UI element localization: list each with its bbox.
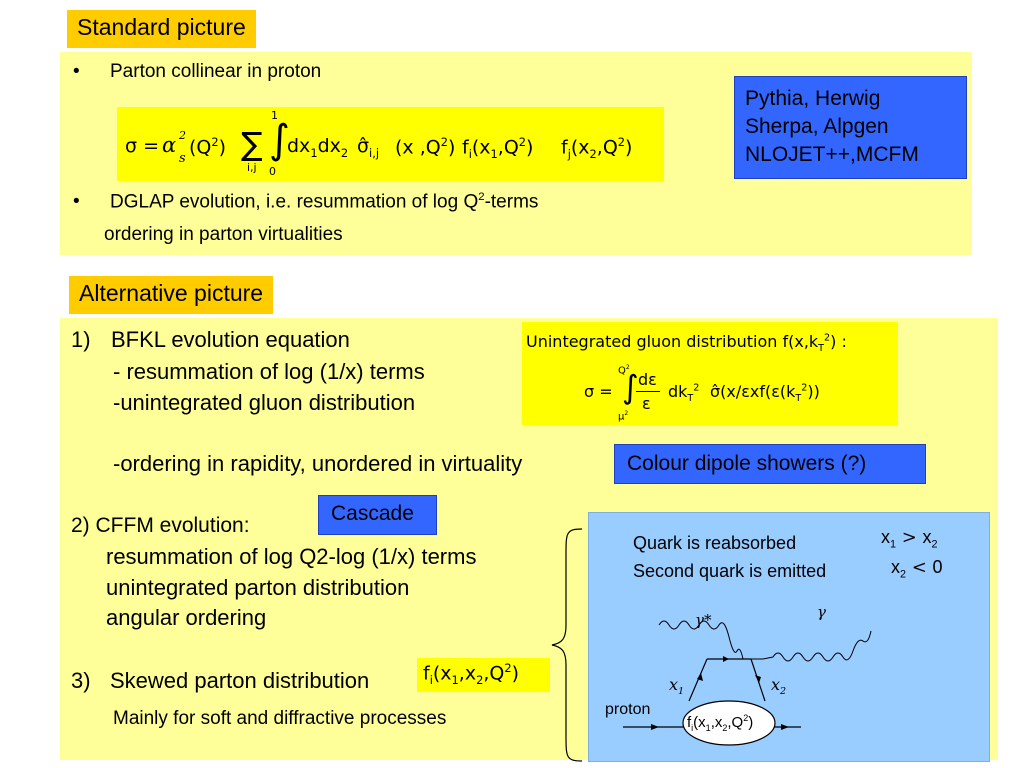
blob-label: fi(x1,x2,Q2): [687, 713, 754, 733]
ugd-rest: σ̂(x/εxf(ε(kT2)): [710, 382, 820, 405]
formula-int-top: 1: [271, 109, 278, 122]
item2-unintegrated: unintegrated parton distribution: [106, 575, 410, 600]
gamma-star-label: γ*: [695, 611, 712, 629]
ugd-int-top: Q2: [618, 364, 630, 377]
item1-ordering: -ordering in rapidity, unordered in virt…: [113, 451, 523, 476]
arrow-right: [755, 675, 761, 683]
generators-box: Pythia, Herwig Sherpa, Alpgen NLOJET++,M…: [734, 76, 967, 179]
x1-label: x1: [669, 675, 685, 698]
item1-unintegrated: -unintegrated gluon distribution: [113, 390, 416, 415]
diagram-line2: Second quark is emitted: [633, 561, 827, 581]
formula-alpha-sup: 2: [179, 129, 186, 142]
bullet-dglap: DGLAP evolution, i.e. resummation of log…: [110, 191, 539, 213]
photon-in-line: [658, 620, 744, 660]
ugd-dk: dkT2: [668, 382, 700, 405]
inequality-x2-lt-0: x2 < 0: [891, 557, 943, 581]
standard-picture-label: Standard picture: [67, 10, 256, 48]
dglap-formula: σ = α 2 s (Q2) ∑ i,j ∫ 1 0 dx1dx2 σ̂i,j …: [117, 107, 664, 181]
formula-sum: ∑: [241, 125, 263, 163]
generator-line: NLOJET++,MCFM: [745, 143, 919, 166]
formula-int-bot: 0: [269, 165, 276, 178]
dglap-ordering: ordering in parton virtualities: [104, 224, 343, 245]
formula-sum-sub: i,j: [247, 161, 257, 174]
diagram-line1: Quark is reabsorbed: [633, 533, 797, 553]
item2-angular: angular ordering: [106, 605, 267, 630]
generator-line: Sherpa, Alpgen: [745, 115, 889, 138]
quark-left-line: [688, 658, 708, 702]
gamma-label: γ: [817, 603, 826, 621]
x2-label: x2: [771, 675, 787, 698]
colour-dipole-box: Colour dipole showers (?): [614, 444, 926, 484]
formula-alpha: α: [162, 133, 177, 157]
formula-dx: dx1dx2: [287, 135, 349, 160]
skewed-formula: fi(x1,x2,Q2): [417, 658, 550, 692]
arrow-proton-in: [651, 724, 659, 730]
bullet-parton-collinear: Parton collinear in proton: [110, 61, 322, 82]
item1-num: 1): [71, 327, 91, 352]
formula-alpha-sub: s: [179, 151, 186, 166]
alternative-picture-label: Alternative picture: [69, 276, 274, 314]
formula-fi: fi(x1,Q2): [462, 135, 534, 162]
item3-skewed: Skewed parton distribution: [110, 668, 370, 693]
bullet-dot: •: [73, 191, 80, 212]
formula-int: ∫: [269, 117, 290, 163]
item1-resummation: - resummation of log (1/x) terms: [113, 359, 425, 384]
cascade-box: Cascade: [318, 495, 437, 535]
ugd-frac-bar: [636, 391, 660, 392]
arrow-proton-out: [781, 724, 789, 730]
ugd-int: ∫: [622, 368, 639, 406]
formula-sigmahat-args: (x ,Q2): [395, 135, 456, 159]
formula-sigma: σ =: [125, 135, 160, 157]
pdf-blob: [682, 700, 776, 746]
item1-bfkl: BFKL evolution equation: [111, 327, 350, 352]
item3-num: 3): [71, 668, 91, 693]
proton-label: proton: [605, 701, 651, 718]
formula-q2: (Q2): [189, 135, 227, 159]
ugd-formula: Unintegrated gluon distribution f(x,kT2)…: [522, 322, 898, 425]
ugd-frac-num: dε: [638, 370, 657, 389]
formula-fj: fj(x2,Q2): [561, 135, 633, 162]
arrow-left: [697, 673, 703, 681]
feynman-diagram: [623, 620, 872, 746]
arrow-top: [723, 656, 729, 662]
bullet-dot: •: [73, 61, 80, 82]
item2-resummation: resummation of log Q2-log (1/x) terms: [106, 544, 477, 569]
curly-brace: [551, 528, 583, 762]
item3-mainly: Mainly for soft and diffractive processe…: [113, 708, 447, 729]
formula-sigmahat: σ̂i,j: [357, 135, 379, 160]
ugd-int-bot: μ2: [618, 410, 629, 423]
photon-out-line: [751, 630, 872, 662]
item2-cffm: 2) CFFM evolution:: [71, 514, 250, 537]
ugd-title: Unintegrated gluon distribution f(x,kT2)…: [526, 332, 847, 355]
ugd-sigma: σ =: [584, 382, 613, 401]
diagram-panel: Quark is reabsorbed Second quark is emit…: [588, 512, 990, 762]
ugd-frac-den: ε: [642, 394, 651, 413]
inequality-x1-gt-x2: x1 > x2: [881, 527, 938, 551]
generator-line: Pythia, Herwig: [745, 87, 881, 110]
